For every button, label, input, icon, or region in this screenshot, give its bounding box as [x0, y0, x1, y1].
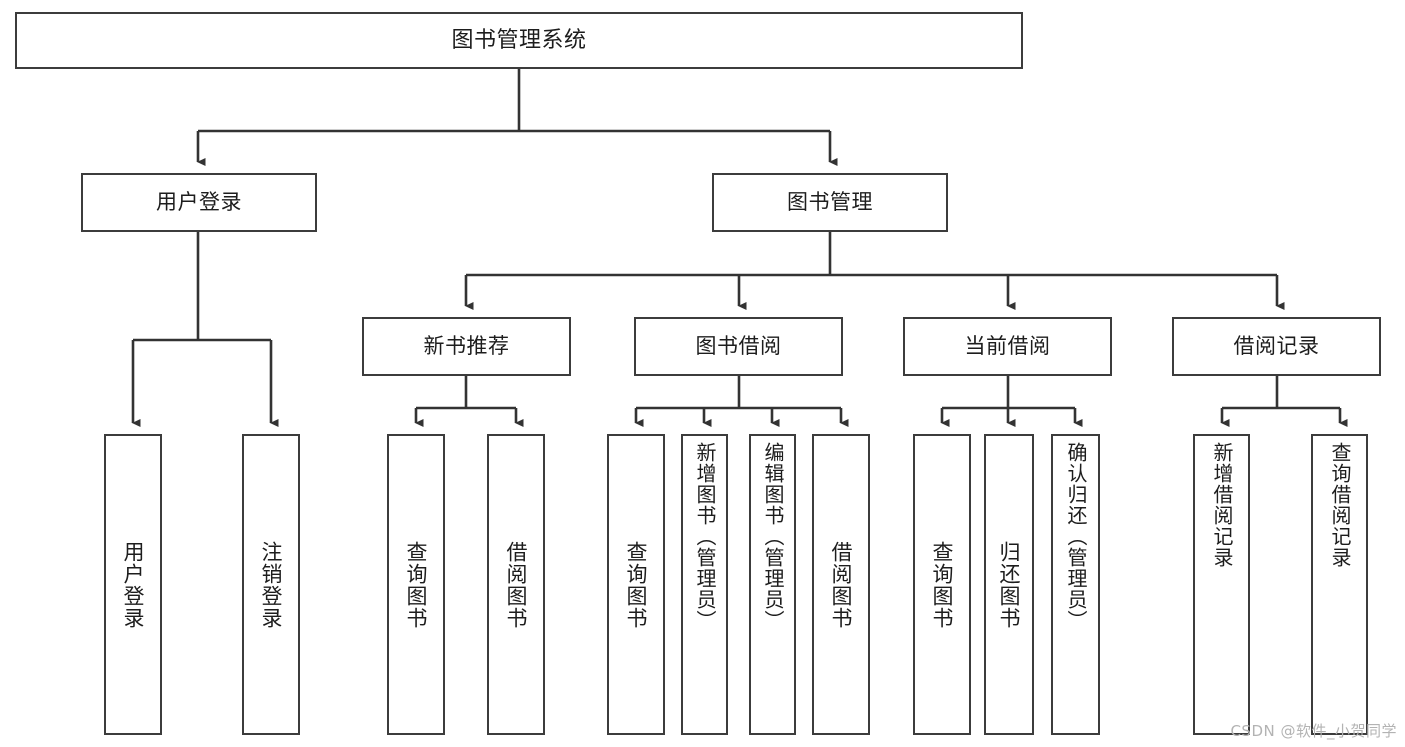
node-label: 借阅记录	[1233, 334, 1320, 359]
node-label: 新增借阅记录	[1210, 442, 1234, 568]
leaf-edit-book-admin[interactable]: 编辑图书（管理员）	[749, 434, 796, 735]
node-label: 查询图书	[404, 540, 429, 629]
node-root-book-management-system[interactable]: 图书管理系统	[15, 12, 1023, 69]
leaf-query-borrowing-record[interactable]: 查询借阅记录	[1311, 434, 1368, 735]
node-label: 借阅图书	[829, 540, 854, 629]
node-new-book-recommendation[interactable]: 新书推荐	[362, 317, 571, 376]
leaf-borrow-book-2[interactable]: 借阅图书	[812, 434, 870, 735]
leaf-confirm-return-admin[interactable]: 确认归还（管理员）	[1051, 434, 1100, 735]
node-label: 归还图书	[997, 540, 1022, 629]
node-label: 编辑图书（管理员）	[761, 442, 785, 631]
node-label: 新增图书（管理员）	[693, 442, 717, 631]
node-label: 当前借阅	[964, 334, 1051, 359]
leaf-add-book-admin[interactable]: 新增图书（管理员）	[681, 434, 728, 735]
node-label: 借阅图书	[504, 540, 529, 629]
node-book-borrowing[interactable]: 图书借阅	[634, 317, 843, 376]
leaf-add-borrowing-record[interactable]: 新增借阅记录	[1193, 434, 1250, 735]
leaf-user-logout[interactable]: 注销登录	[242, 434, 300, 735]
leaf-query-book-2[interactable]: 查询图书	[607, 434, 665, 735]
node-label: 查询借阅记录	[1328, 442, 1352, 568]
node-label: 图书管理系统	[451, 27, 587, 53]
node-label: 注销登录	[259, 540, 284, 629]
node-label: 确认归还（管理员）	[1064, 442, 1088, 631]
node-book-management[interactable]: 图书管理	[712, 173, 948, 232]
leaf-query-book-3[interactable]: 查询图书	[913, 434, 971, 735]
node-label: 图书管理	[787, 190, 873, 215]
node-label: 查询图书	[624, 540, 649, 629]
leaf-query-book-1[interactable]: 查询图书	[387, 434, 445, 735]
node-label: 图书借阅	[695, 334, 782, 359]
csdn-watermark: CSDN @软件_小贺同学	[1230, 722, 1397, 740]
node-label: 用户登录	[156, 190, 242, 215]
node-borrowing-record[interactable]: 借阅记录	[1172, 317, 1381, 376]
leaf-user-login[interactable]: 用户登录	[104, 434, 162, 735]
node-label: 用户登录	[121, 540, 146, 629]
node-label: 新书推荐	[423, 334, 510, 359]
node-label: 查询图书	[930, 540, 955, 629]
node-current-borrowing[interactable]: 当前借阅	[903, 317, 1112, 376]
node-user-login[interactable]: 用户登录	[81, 173, 317, 232]
leaf-return-book[interactable]: 归还图书	[984, 434, 1034, 735]
leaf-borrow-book-1[interactable]: 借阅图书	[487, 434, 545, 735]
